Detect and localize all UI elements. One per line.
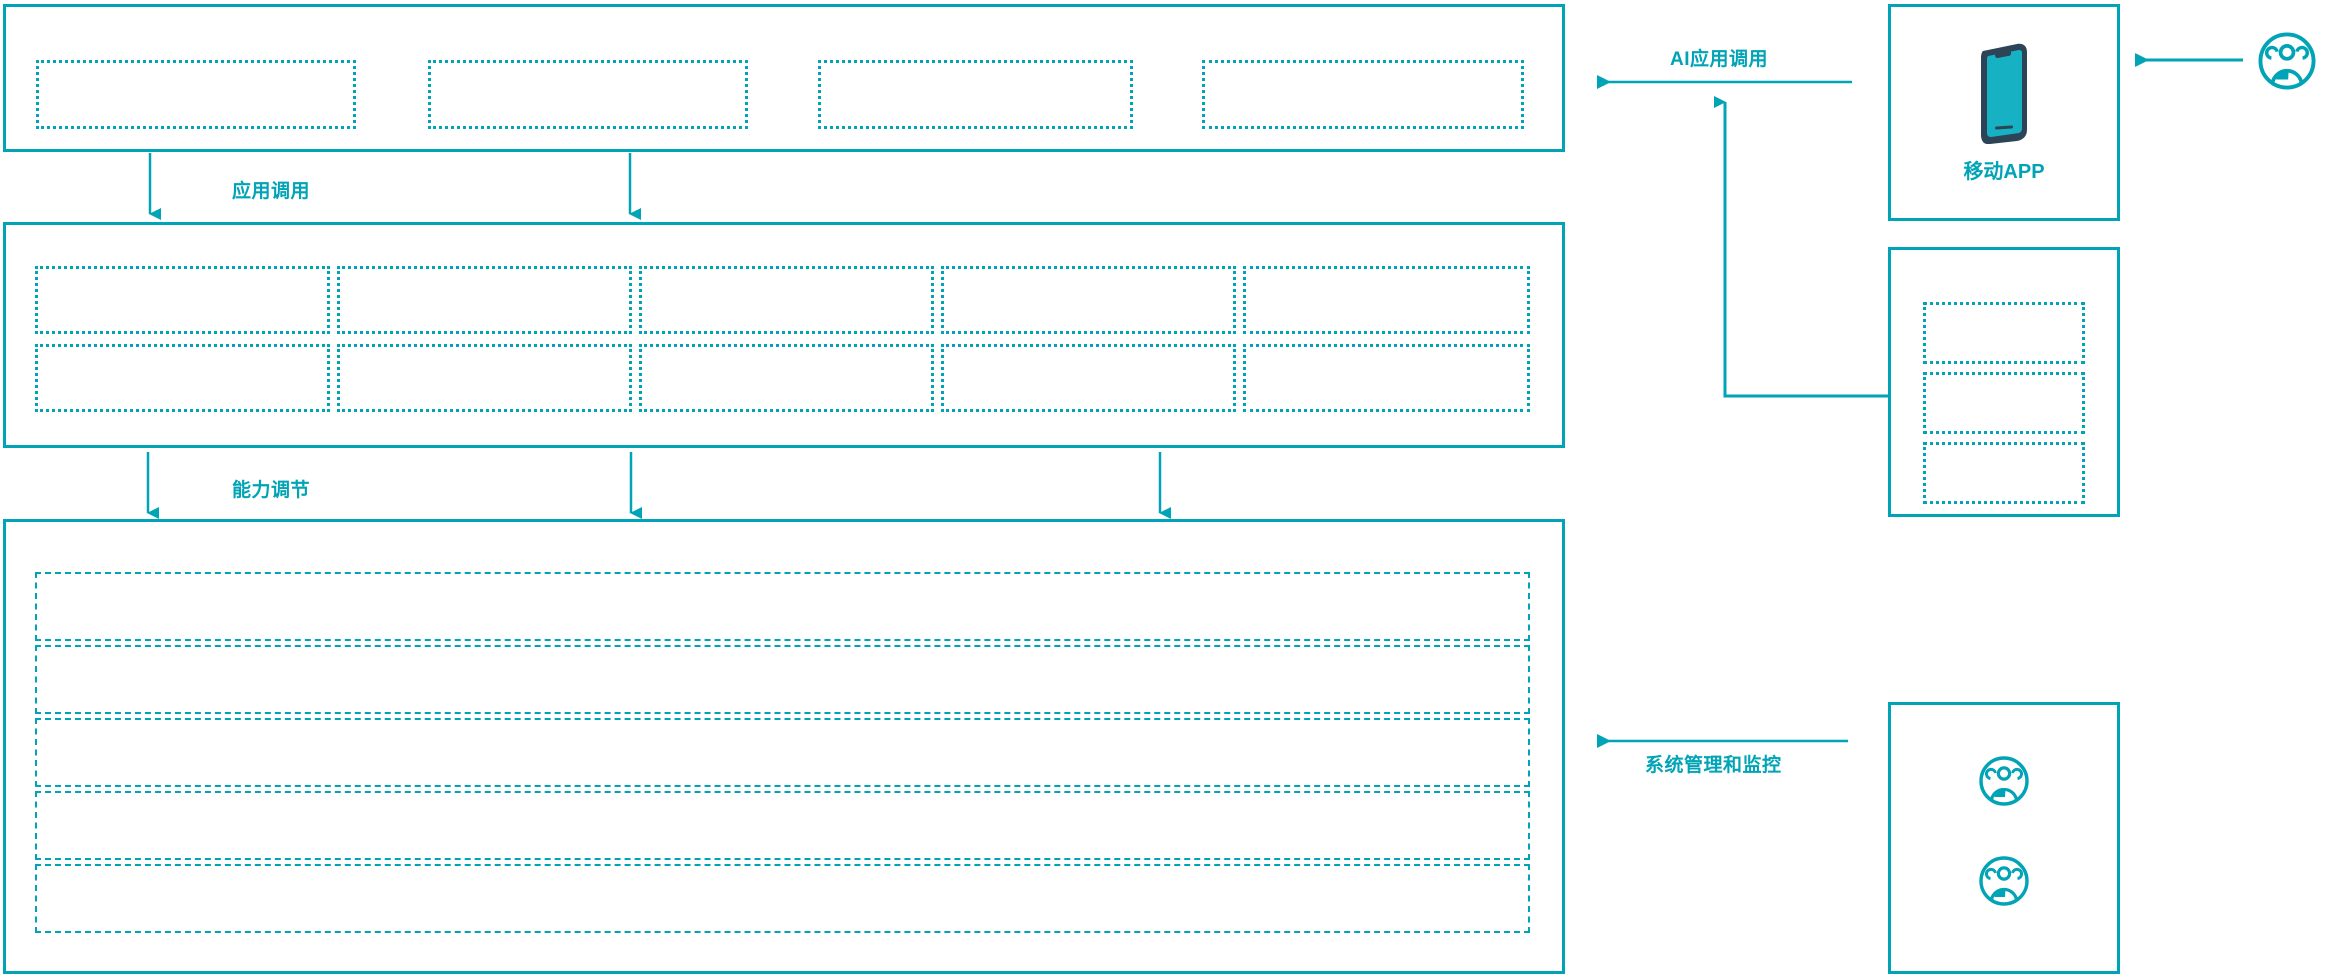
channel-panel	[1888, 247, 2120, 517]
infra-row-4[interactable]	[35, 791, 1530, 860]
mobile-app-caption: 移动APP	[1963, 161, 2045, 183]
cap-cell-r2c4[interactable]	[941, 344, 1236, 412]
capability-layer-panel	[3, 222, 1565, 448]
arrow-channel-riser	[1714, 96, 1888, 398]
infra-row-1[interactable]	[35, 572, 1530, 641]
ops-user-group-icon-1[interactable]	[1891, 753, 2117, 809]
connector-label-app-call: 应用调用	[232, 181, 311, 202]
app-cell-3[interactable]	[818, 60, 1133, 129]
mobile-phone-icon	[1891, 37, 2117, 147]
channel-cell-1[interactable]	[1923, 302, 2085, 364]
cap-cell-r1c5[interactable]	[1243, 266, 1530, 334]
connector-label-ability-call: 能力调节	[232, 480, 311, 501]
cap-cell-r2c5[interactable]	[1243, 344, 1530, 412]
cap-cell-r2c1[interactable]	[35, 344, 330, 412]
cap-cell-r1c1[interactable]	[35, 266, 330, 334]
channel-cell-2[interactable]	[1923, 372, 2085, 434]
app-cell-4[interactable]	[1202, 60, 1524, 129]
cap-cell-r1c2[interactable]	[337, 266, 632, 334]
connector-label-sys-monitor: 系统管理和监控	[1645, 755, 1782, 776]
app-cell-1[interactable]	[36, 60, 356, 129]
operations-panel	[1888, 702, 2120, 974]
infrastructure-layer-panel	[3, 519, 1565, 974]
app-cell-2[interactable]	[428, 60, 748, 129]
infra-row-2[interactable]	[35, 645, 1530, 714]
channel-cell-3[interactable]	[1923, 442, 2085, 504]
mobile-app-panel[interactable]: 移动APP	[1888, 4, 2120, 221]
infra-row-3[interactable]	[35, 718, 1530, 787]
ops-user-group-icon-2[interactable]	[1891, 853, 2117, 909]
cap-cell-r1c3[interactable]	[639, 266, 934, 334]
application-layer-panel	[3, 4, 1565, 152]
end-user-group-icon[interactable]	[2256, 30, 2318, 92]
infra-row-5[interactable]	[35, 864, 1530, 933]
cap-cell-r2c3[interactable]	[639, 344, 934, 412]
connector-label-ai-app-call: AI应用调用	[1670, 49, 1769, 70]
cap-cell-r1c4[interactable]	[941, 266, 1236, 334]
cap-cell-r2c2[interactable]	[337, 344, 632, 412]
